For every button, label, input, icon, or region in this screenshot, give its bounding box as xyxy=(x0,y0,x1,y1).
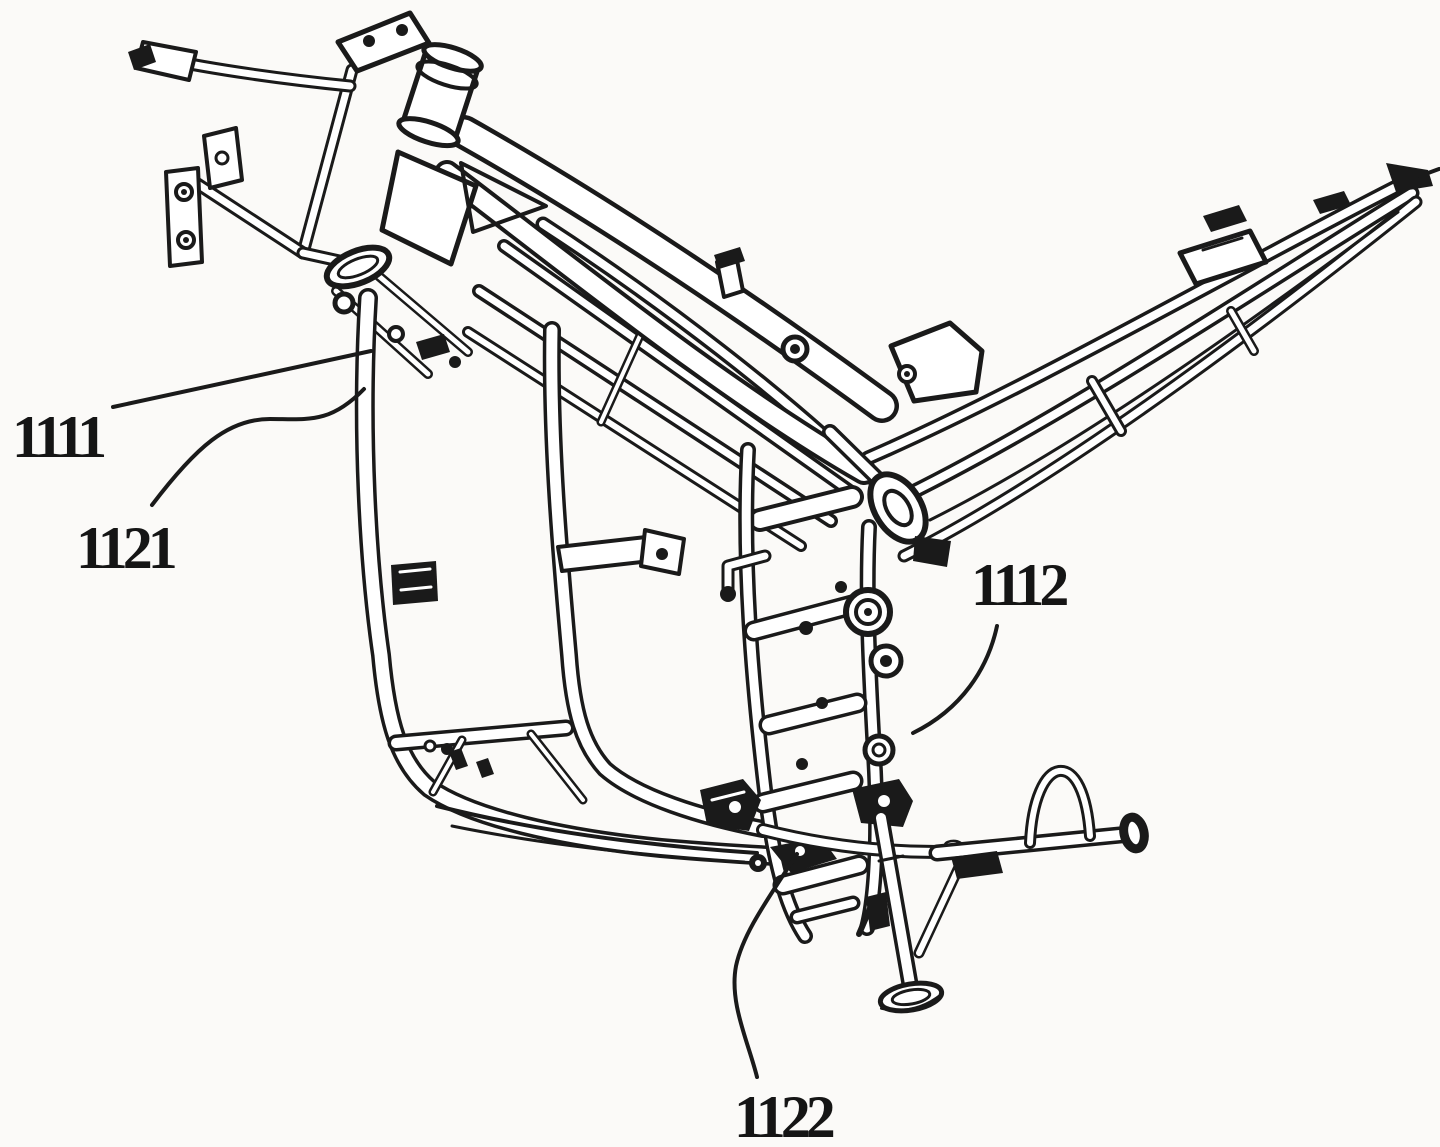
leader-lines xyxy=(111,349,999,1079)
top-bracket-plate xyxy=(335,10,432,74)
leader-line-1122 xyxy=(732,852,799,1079)
main-frame-beams xyxy=(434,115,899,552)
engine-mount-column xyxy=(700,442,951,944)
head-tube-gusset xyxy=(379,149,479,267)
leader-line-1112 xyxy=(911,624,999,735)
reference-labels: 1111 1121 1112 1122 xyxy=(12,404,1072,1147)
steering-stop-ring xyxy=(323,244,393,290)
frame-tab-bracket xyxy=(391,561,438,605)
label-1112: 1112 xyxy=(971,552,1067,618)
label-1121: 1121 xyxy=(76,515,175,581)
kickstand xyxy=(852,779,968,1014)
grab-bar xyxy=(928,764,1149,879)
bar-end-ring xyxy=(1119,812,1149,854)
kickstand-foot xyxy=(877,980,945,1014)
rear-subframe xyxy=(860,163,1440,563)
head-tube xyxy=(379,42,548,267)
leader-line-1111 xyxy=(111,349,373,409)
footpeg-mount xyxy=(556,535,652,573)
label-1111: 1111 xyxy=(12,404,104,470)
swingarm-pivot-tube xyxy=(867,471,929,545)
leader-line-1121 xyxy=(150,387,366,507)
label-1122: 1122 xyxy=(734,1084,834,1147)
front-bracket-assembly xyxy=(128,10,473,379)
front-cradle xyxy=(354,288,816,867)
